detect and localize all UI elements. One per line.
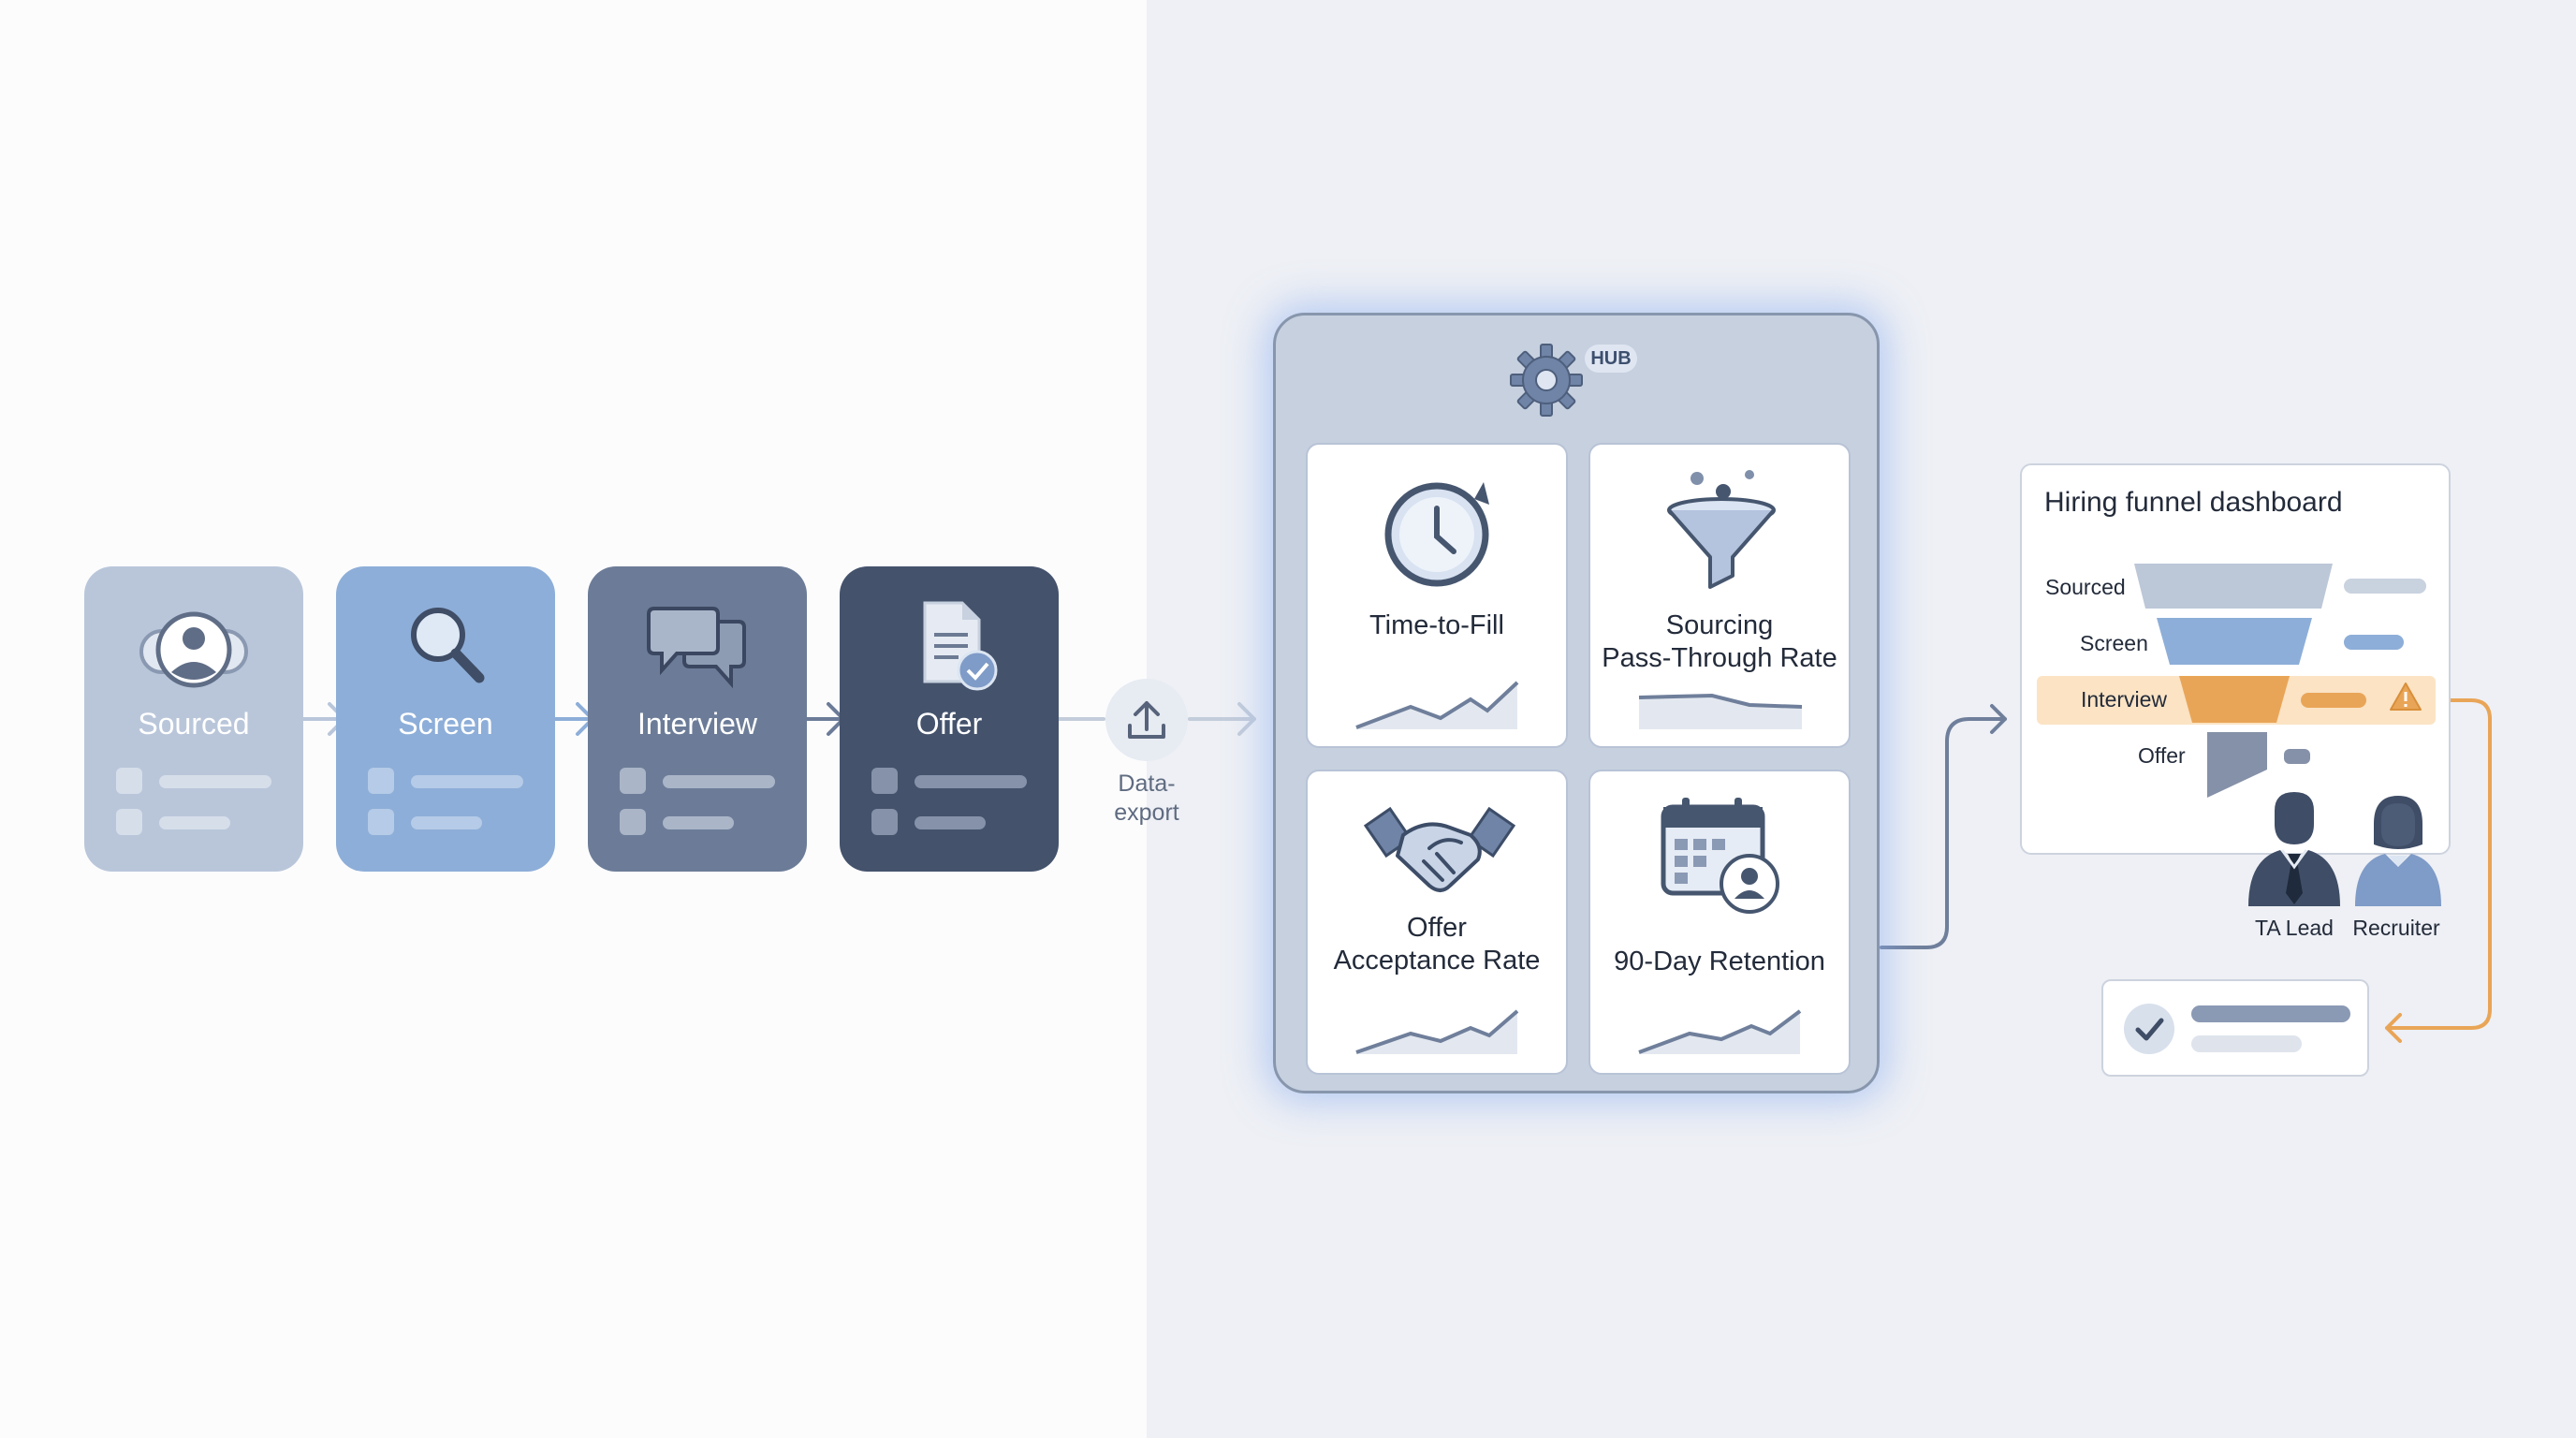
funnel-bar-interview bbox=[2179, 676, 2290, 723]
stage-label-interview: Interview bbox=[637, 707, 758, 741]
funnel-metric-interview bbox=[2301, 693, 2366, 708]
stage-rows bbox=[871, 768, 1031, 850]
handshake-icon bbox=[1363, 806, 1516, 892]
arrow-interview-offer bbox=[802, 702, 845, 736]
funnel-metric-sourced bbox=[2344, 579, 2426, 594]
sparkline bbox=[1638, 693, 1803, 729]
sparkline bbox=[1355, 1009, 1519, 1054]
arrow-alert-ack bbox=[2385, 698, 2492, 1043]
clock-icon bbox=[1384, 482, 1489, 587]
stage-card-interview[interactable]: Interview bbox=[588, 566, 807, 872]
calendar-person-icon bbox=[1661, 798, 1779, 914]
funnel-label-interview: Interview bbox=[2081, 687, 2168, 712]
stage-card-sourced[interactable]: Sourced bbox=[84, 566, 303, 872]
stage-card-offer[interactable]: Offer bbox=[840, 566, 1059, 872]
funnel-label-sourced: Sourced bbox=[2045, 575, 2126, 599]
document-check-icon bbox=[923, 601, 998, 691]
resolution-card[interactable] bbox=[2101, 979, 2369, 1077]
hub-badge: HUB bbox=[1585, 345, 1637, 373]
stage-label-screen: Screen bbox=[398, 707, 493, 741]
dashboard-title: Hiring funnel dashboard bbox=[2044, 487, 2343, 518]
chat-bubbles-icon bbox=[647, 607, 746, 689]
arrow-export-hub bbox=[1188, 702, 1256, 736]
magnifier-icon bbox=[411, 608, 485, 683]
sparkline bbox=[1355, 681, 1519, 729]
recruiter-icon bbox=[2355, 796, 2441, 906]
funnel-bar-screen bbox=[2157, 618, 2312, 665]
funnel-label-screen: Screen bbox=[2080, 631, 2148, 655]
funnel-metric-screen bbox=[2344, 635, 2404, 650]
funnel-metric-offer bbox=[2284, 749, 2310, 764]
data-export-button[interactable] bbox=[1105, 679, 1188, 761]
resolution-line-primary bbox=[2191, 1005, 2350, 1022]
stage-rows bbox=[116, 768, 275, 850]
upload-icon bbox=[1128, 701, 1165, 739]
arrow-screen-interview bbox=[549, 702, 594, 736]
ta-lead-label: TA Lead bbox=[2255, 916, 2334, 940]
stage-rows bbox=[620, 768, 779, 850]
metric-label-90-day-retention: 90-Day Retention bbox=[1614, 946, 1825, 976]
warning-icon bbox=[2390, 682, 2422, 711]
funnel-bar-sourced bbox=[2134, 564, 2333, 609]
stage-label-sourced: Sourced bbox=[138, 707, 250, 741]
metric-card-sourcing-pass-through[interactable]: Sourcing Pass-Through Rate bbox=[1588, 443, 1851, 748]
metric-label-sourcing-pass-through: Sourcing Pass-Through Rate bbox=[1602, 610, 1837, 673]
stage-rows bbox=[368, 768, 527, 850]
metric-label-time-to-fill: Time-to-Fill bbox=[1369, 610, 1504, 640]
resolution-line-secondary bbox=[2191, 1035, 2302, 1052]
metric-label-offer-acceptance: Offer Acceptance Rate bbox=[1333, 913, 1541, 976]
funnel-chart bbox=[2134, 564, 2426, 798]
data-export-label: Data- export bbox=[1114, 770, 1179, 826]
funnel-label-offer: Offer bbox=[2138, 743, 2186, 768]
gear-icon bbox=[1510, 344, 1583, 417]
funnel-bar-offer bbox=[2207, 732, 2267, 798]
arrow-hub-dashboard bbox=[1880, 704, 2007, 949]
stage-label-offer: Offer bbox=[915, 707, 983, 741]
funnel-icon bbox=[1667, 470, 1776, 589]
recruiter-label: Recruiter bbox=[2352, 916, 2440, 940]
metric-card-90-day-retention[interactable]: 90-Day Retention bbox=[1588, 770, 1851, 1075]
ta-lead-icon bbox=[2248, 792, 2340, 906]
metric-card-offer-acceptance[interactable]: Offer Acceptance Rate bbox=[1306, 770, 1568, 1075]
people-group-icon bbox=[139, 611, 248, 688]
metric-card-time-to-fill[interactable]: Time-to-Fill bbox=[1306, 443, 1568, 748]
check-circle-icon bbox=[2124, 1004, 2174, 1054]
sparkline bbox=[1638, 1009, 1802, 1054]
stage-card-screen[interactable]: Screen bbox=[336, 566, 555, 872]
